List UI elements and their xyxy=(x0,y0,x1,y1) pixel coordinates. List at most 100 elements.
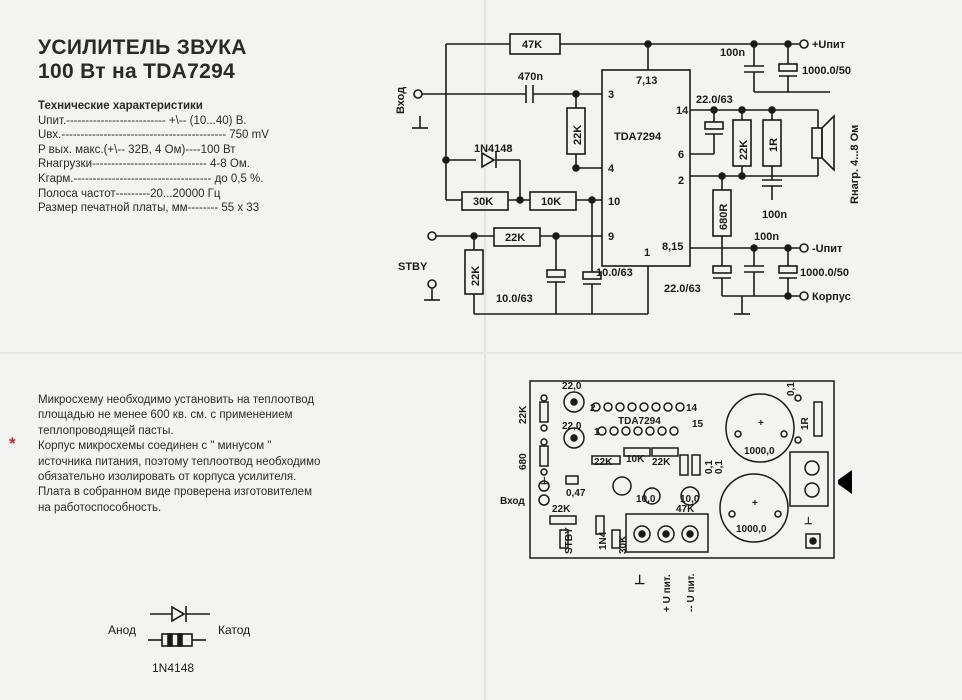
ic-pads xyxy=(591,402,685,436)
paper-fold-horizontal xyxy=(0,352,962,354)
spec-row: Полоса частот---------20...20000 Гц xyxy=(38,187,221,200)
title-line-1: УСИЛИТЕЛЬ ЗВУКА xyxy=(38,36,247,59)
note-line: теплопроводящей пасты. xyxy=(38,424,174,437)
note-line: Корпус микросхемы соединен с " минусом " xyxy=(38,440,272,453)
pcb-label-pin14: 14 xyxy=(686,403,698,414)
label-pins-713: 7,13 xyxy=(636,75,657,87)
pcb-label-input: Вход xyxy=(500,496,525,507)
label-pin3: 3 xyxy=(608,89,614,101)
pcb-label-plus-a: + xyxy=(758,418,764,429)
resistor-30k xyxy=(461,191,509,211)
resistor-22k-stby xyxy=(493,227,541,247)
pcb-label-d1n: 1N4 xyxy=(598,531,609,550)
label-diode: 1N4148 xyxy=(474,143,513,155)
label-10-63-a: 10.0/63 xyxy=(596,267,633,279)
note-line: площадью не менее 600 кв. см. с применен… xyxy=(38,409,293,422)
label-470n: 470n xyxy=(518,71,543,83)
note-line: Плата в собранном виде проверена изготов… xyxy=(38,486,312,499)
label-22k-v1: 22K xyxy=(572,125,584,145)
label-vminus: -Uпит xyxy=(812,243,843,255)
pcb-out-gnd: ⊥ xyxy=(634,572,645,587)
pcb-label-01a: 0,1 xyxy=(786,382,797,396)
note-line: на работоспособность. xyxy=(38,501,162,514)
note-line: источника питания, поэтому теплоотвод не… xyxy=(38,455,321,468)
note-marker: * xyxy=(9,434,16,453)
pcb-label-10b: 10,0 xyxy=(680,494,700,505)
label-680r: 680R xyxy=(718,204,730,230)
resistor-10k xyxy=(529,191,577,211)
label-pin2: 2 xyxy=(678,175,684,187)
label-10-63-b: 10.0/63 xyxy=(496,293,533,305)
specifications: Технические характеристики Uпит.--------… xyxy=(38,99,269,216)
pcb-label-30k: 30K xyxy=(618,535,629,554)
label-pin10: 10 xyxy=(608,196,620,208)
label-stby: STBY xyxy=(398,261,428,273)
pcb-label-22k-b: 22K xyxy=(594,457,613,468)
pcb-label-01b: 0,1 xyxy=(704,460,715,474)
spec-row: Размер печатной платы, мм-------- 55 x 3… xyxy=(38,202,260,215)
pcb-label-pin1: 1 xyxy=(594,427,600,438)
label-100n-low: 100n xyxy=(754,231,779,243)
label-pin14: 14 xyxy=(676,105,689,117)
title-line-2: 100 Вт на TDA7294 xyxy=(38,60,236,83)
pcb-label-10a: 10,0 xyxy=(636,494,656,505)
pcb-label-22k-d: 22K xyxy=(552,504,571,515)
pcb-label-047: 0,47 xyxy=(566,488,586,499)
label-22k-h: 22K xyxy=(505,232,525,244)
label-pin6: 6 xyxy=(678,149,684,161)
spec-row: Uвх.------------------------------------… xyxy=(38,129,269,142)
paper-fold-vertical xyxy=(484,0,486,700)
label-input: Вход xyxy=(395,87,407,114)
pcb-label-22k: 22K xyxy=(518,405,529,424)
legend-cathode: Катод xyxy=(218,623,250,637)
pcb-label-gnd-b: ⊥ xyxy=(804,516,813,527)
label-22k-v2: 22K xyxy=(738,140,750,160)
spec-row: Kгарм.----------------------------------… xyxy=(38,172,264,185)
pcb-label-1000a: 1000,0 xyxy=(744,446,775,457)
label-1000-low: 1000.0/50 xyxy=(800,267,849,279)
pcb-label-680: 680 xyxy=(518,453,529,470)
label-22k-v3: 22K xyxy=(470,266,482,286)
pcb-label-pin15: 15 xyxy=(692,419,704,430)
label-pin9: 9 xyxy=(608,231,614,243)
note-line: Микросхему необходимо установить на тепл… xyxy=(38,394,315,406)
label-1r: 1R xyxy=(768,138,780,152)
label-load: Rнагр. 4...8 Ом xyxy=(849,125,861,204)
pcb-label-gnd: ⊥ xyxy=(540,476,549,487)
label-vplus: +Uпит xyxy=(812,39,846,51)
installation-notes: Микросхему необходимо установить на тепл… xyxy=(38,393,320,516)
label-100n-top: 100n xyxy=(720,47,745,59)
pcb-label-c22a: 22,0 xyxy=(562,381,582,392)
pcb-label-pin2: 2 xyxy=(590,403,596,414)
label-22-63-top: 22.0/63 xyxy=(696,94,733,106)
legend-anode: Анод xyxy=(108,623,136,637)
pcb-out-plus: + U пит. xyxy=(662,574,673,612)
pcb-board-outline xyxy=(529,380,835,559)
pcb-label-22k-c: 22K xyxy=(652,457,671,468)
legend-part: 1N4148 xyxy=(152,661,194,675)
pcb-label-01c: 0,1 xyxy=(714,460,725,474)
label-pins-815: 8,15 xyxy=(662,241,683,253)
label-100n-mid: 100n xyxy=(762,209,787,221)
spec-row: Uпит.-------------------------- +\-- (10… xyxy=(38,114,247,127)
label-pin4: 4 xyxy=(608,163,615,175)
specs-header: Технические характеристики xyxy=(38,100,203,112)
note-line: обязательно изолировать от корпуса усили… xyxy=(38,471,297,484)
pcb-label-plus-b: + xyxy=(752,498,758,509)
pcb-label-c22b: 22,0 xyxy=(562,421,582,432)
diode-symbol xyxy=(171,605,186,623)
pcb-out-minus: -- U пит. xyxy=(686,573,697,612)
pcb-label-47k: 47K xyxy=(676,504,695,515)
spec-row: P вых. макс.(+\-- 32В, 4 Ом)----100 Вт xyxy=(38,143,236,156)
label-1000-top: 1000.0/50 xyxy=(802,65,851,77)
spec-row: Rнагрузки------------------------------ … xyxy=(38,158,250,171)
label-10k: 10K xyxy=(541,196,561,208)
pcb-label-1000b: 1000,0 xyxy=(736,524,767,535)
label-pin1: 1 xyxy=(644,247,650,259)
